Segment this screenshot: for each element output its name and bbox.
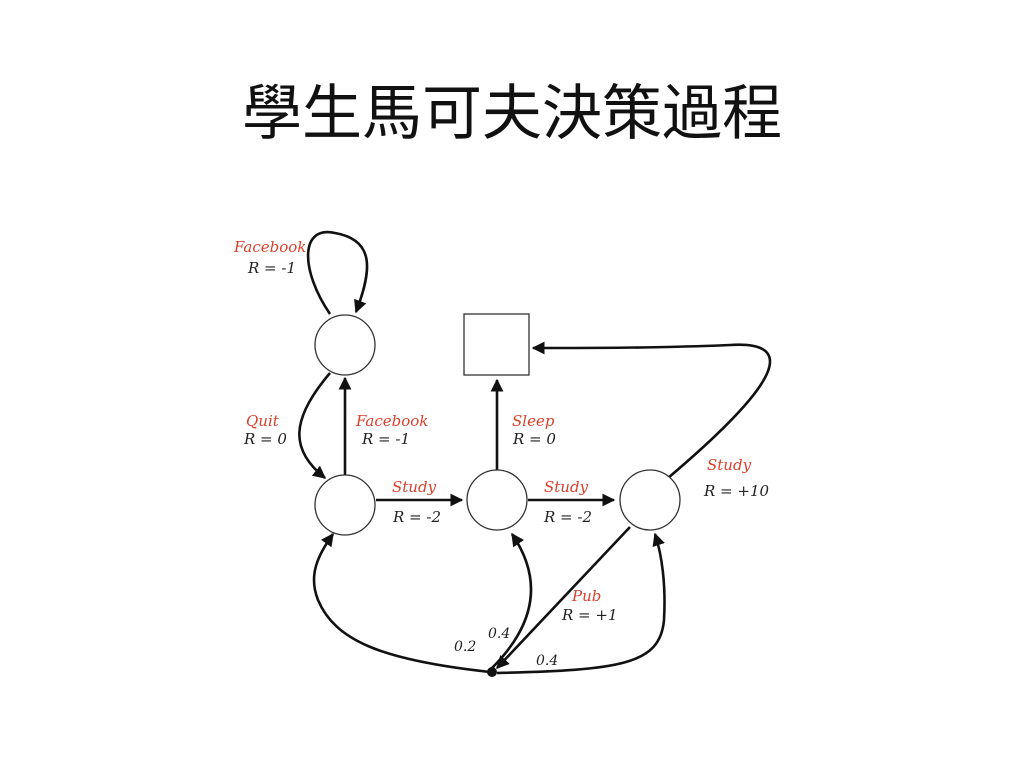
label-quit-action: Quit [246,412,280,430]
state-facebook [314,314,376,376]
edge-quit [298,372,331,480]
slide-title: 學生馬可夫決策過程 [242,79,782,149]
label-facebook-up-reward: R = -1 [361,430,410,448]
state-class3 [619,469,681,531]
edge-facebook-loop [306,230,369,315]
label-prob-class3: 0.4 [536,653,558,669]
label-pub-reward: R = +1 [561,606,618,624]
label-study3-action: Study [707,456,752,474]
edge-prob-class1 [312,532,491,674]
label-facebook-up-action: Facebook [355,412,428,430]
label-study2-action: Study [544,478,589,496]
label-study1-reward: R = -2 [392,508,441,526]
state-terminal [463,313,530,376]
label-sleep-reward: R = 0 [512,430,556,448]
label-study3-reward: R = +10 [703,482,770,500]
label-prob-class2: 0.4 [488,626,510,642]
label-study1-action: Study [392,478,437,496]
label-quit-reward: R = 0 [243,430,287,448]
state-class1 [314,474,376,536]
label-sleep-action: Sleep [512,412,555,430]
label-facebook-loop-action: Facebook [233,238,306,256]
edge-study-3 [531,341,772,479]
edge-prob-class3 [496,532,666,675]
label-facebook-loop-reward: R = -1 [247,259,296,277]
label-study2-reward: R = -2 [543,508,592,526]
edge-prob-class2 [491,532,533,669]
label-pub-action: Pub [571,587,601,605]
state-class2 [466,469,528,531]
label-prob-class1: 0.2 [454,639,476,655]
edge-pub [496,526,631,669]
chance-node [487,667,497,677]
